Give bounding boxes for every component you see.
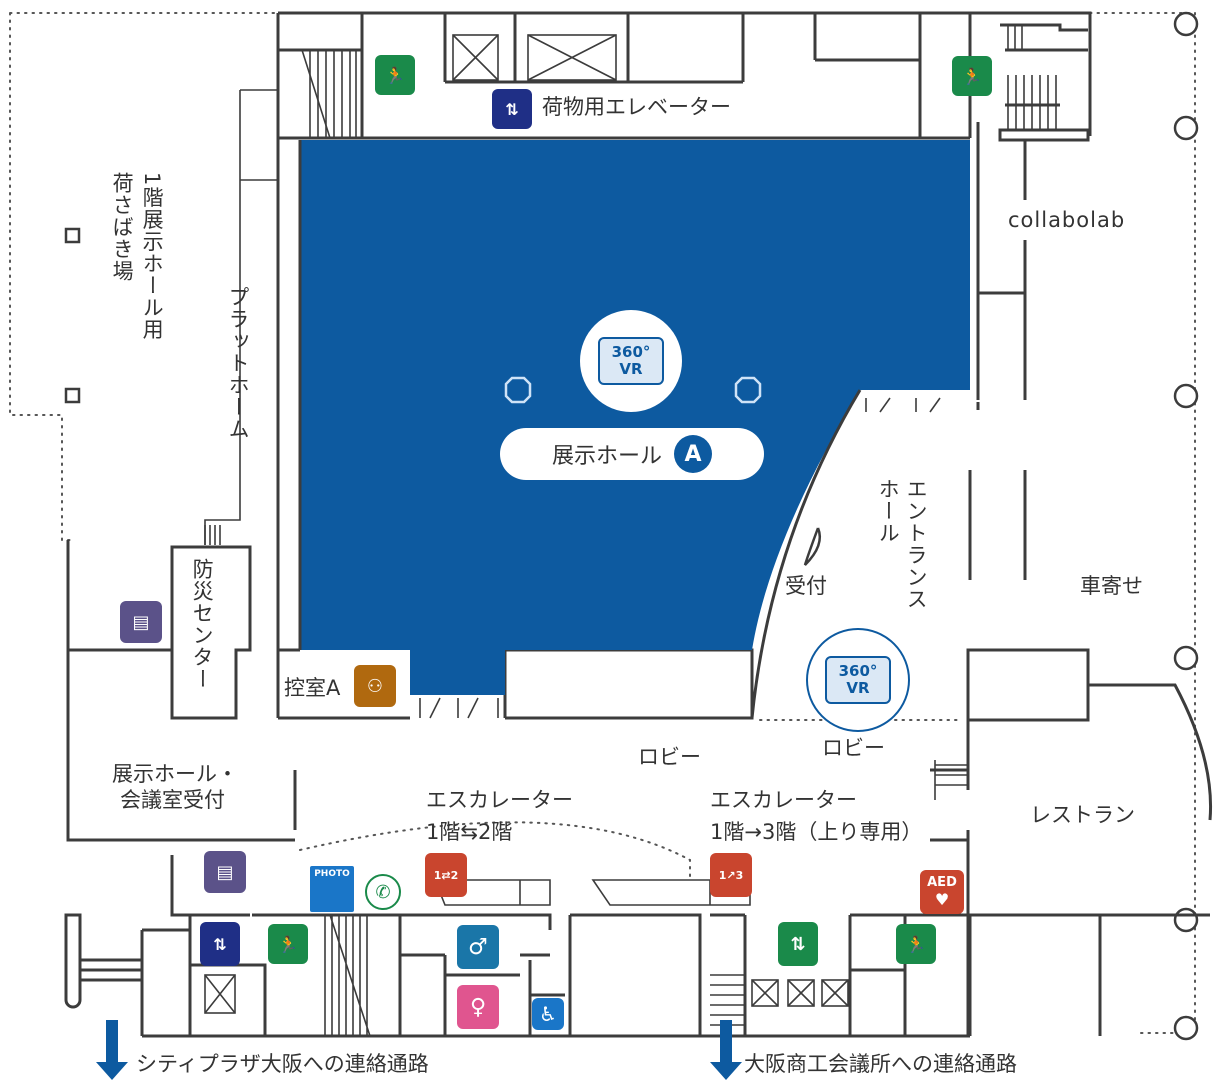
emergency-exit-icon: 🏃	[375, 55, 415, 95]
entrance-hall-label: エントランス	[904, 478, 929, 610]
hall-a-badge: A	[674, 435, 712, 473]
escalator-2-title: エスカレーター	[710, 788, 857, 812]
collabolab-label[interactable]: collabolab	[1008, 208, 1126, 232]
link-chamber-label[interactable]: 大阪商工会議所への連絡通路	[744, 1052, 1017, 1076]
elevator-icon: ⇅	[778, 922, 818, 966]
restroom-female-icon: ♀	[457, 985, 499, 1029]
vr-360-icon: 360° VR	[825, 656, 891, 704]
hall-reception-label: 展示ホール・	[112, 762, 238, 786]
escalator-icon-label: 1↗3	[718, 868, 744, 882]
restaurant-label[interactable]: レストラン	[1030, 803, 1135, 827]
phone-icon: ✆	[365, 874, 401, 910]
reception-label: 受付	[785, 574, 827, 598]
vending-machine-icon: ▤	[204, 851, 246, 893]
vr-label: VR	[619, 360, 643, 378]
lobby-label-2: ロビー	[822, 736, 885, 760]
aed-icon: AED♥	[920, 870, 964, 914]
escalator-2-sub: 1階→3階（上り専用）	[710, 820, 923, 844]
photo-label: PHOTO	[314, 869, 350, 879]
vr-360-button-hall[interactable]: 360° VR	[580, 310, 682, 412]
exhibition-hall-name: 展示ホール	[551, 444, 662, 469]
exhibition-hall-label[interactable]: 展示ホール A	[500, 428, 764, 480]
emergency-exit-icon: 🏃	[952, 56, 992, 96]
loading-area-label-2: 荷さばき場	[110, 172, 135, 282]
vr-label: VR	[846, 679, 870, 697]
vr-360-icon: 360° VR	[598, 337, 664, 385]
freight-elevator-label: 荷物用エレベーター	[542, 95, 731, 119]
escalator-1-title: エスカレーター	[426, 788, 573, 812]
vending-machine-icon: ▤	[120, 601, 162, 643]
disaster-center-label: 防災センター	[190, 558, 215, 690]
photo-booth-icon: PHOTO	[310, 866, 354, 912]
link-city-plaza-label[interactable]: シティプラザ大阪への連絡通路	[136, 1052, 429, 1076]
waiting-room-icon: ⚇	[354, 665, 396, 707]
restroom-male-icon: ♂	[457, 925, 499, 969]
vr-label: 360°	[838, 662, 878, 680]
car-drop-label: 車寄せ	[1080, 574, 1143, 598]
escalator-icon: 1↗3	[710, 853, 752, 897]
escalator-1-sub: 1階⇆2階	[426, 820, 513, 844]
emergency-exit-icon: 🏃	[896, 924, 936, 964]
lobby-label: ロビー	[638, 745, 701, 769]
escalator-icon: 1⇄2	[425, 853, 467, 897]
accessible-restroom-icon: ♿	[532, 998, 564, 1030]
freight-elevator-icon: ⇅	[492, 89, 532, 129]
platform-label: プラットホーム	[226, 286, 251, 440]
loading-area-label: 1階展示ホール用	[140, 172, 165, 341]
vr-label: 360°	[611, 343, 651, 361]
freight-elevator-icon: ⇅	[200, 922, 240, 966]
hall-reception-label-2: 会議室受付	[120, 788, 225, 812]
emergency-exit-icon: 🏃	[268, 924, 308, 964]
entrance-hall-label-2: ホール	[876, 478, 901, 544]
vr-360-button-lobby[interactable]: 360° VR	[806, 628, 910, 732]
waiting-room-label[interactable]: 控室A	[284, 676, 341, 700]
escalator-icon-label: 1⇄2	[433, 868, 459, 882]
aed-label: AED	[927, 875, 957, 890]
